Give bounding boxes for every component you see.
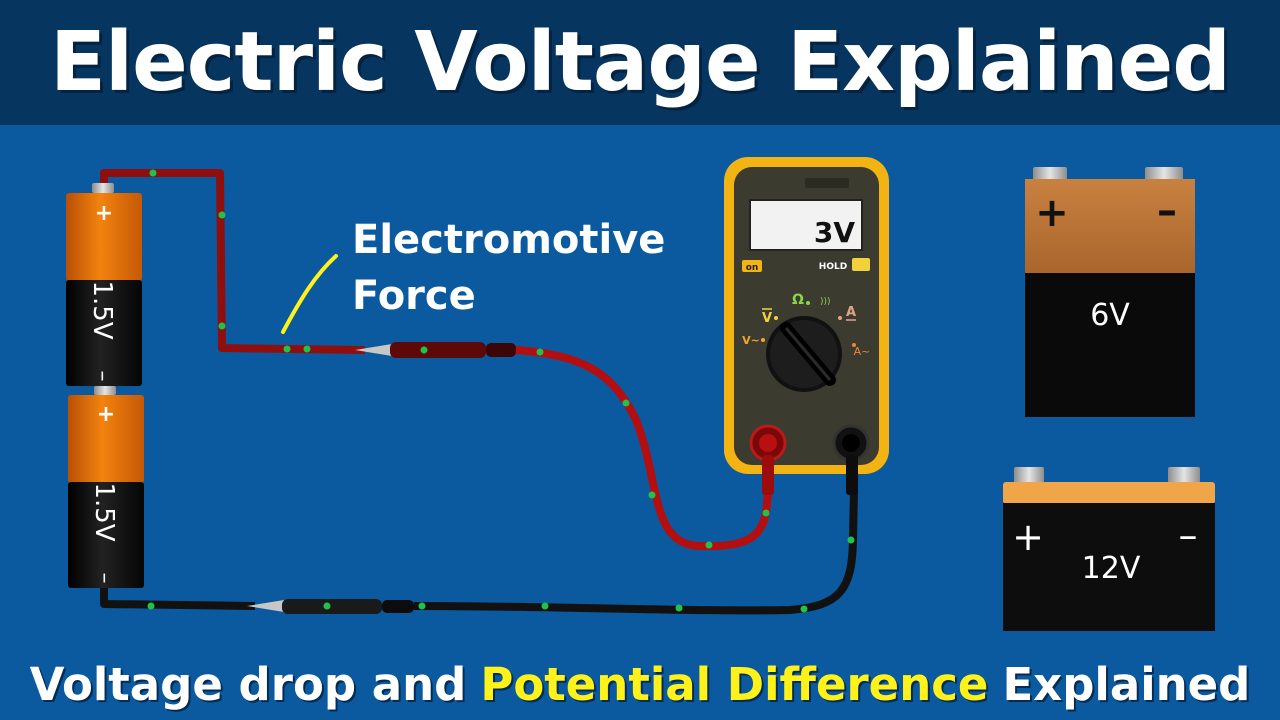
cell-2-label: 1.5V: [89, 482, 119, 541]
subtitle-part1: Voltage drop and: [29, 657, 467, 711]
black-lead: [413, 487, 858, 615]
minus-icon: –: [92, 573, 117, 584]
plus-icon: +: [1035, 190, 1069, 236]
plus-icon: +: [1012, 515, 1044, 559]
cell-2: + 1.5V –: [68, 386, 144, 588]
cell-1: + 1.5V –: [66, 183, 142, 386]
emf-label-line2: Force: [352, 273, 476, 319]
subtitle-part2: Explained: [1002, 657, 1251, 711]
battery-12v-label: 12V: [1082, 551, 1141, 586]
page-title: Electric Voltage Explained: [50, 15, 1231, 110]
minus-icon: –: [90, 371, 115, 382]
title-bar: Electric Voltage Explained: [0, 0, 1280, 125]
sound-wave-icon: ))): [820, 297, 831, 307]
ohms-label: Ω: [792, 292, 804, 308]
hold-button[interactable]: [852, 258, 870, 271]
black-probe: [247, 599, 414, 614]
meter-reading: 3V: [814, 216, 855, 249]
ac-amps-label: A~: [854, 345, 871, 358]
battery-6v: + – 6V: [1025, 167, 1195, 417]
on-button[interactable]: [742, 260, 762, 272]
minus-icon: –: [1157, 188, 1177, 234]
dial-knob-icon[interactable]: [766, 316, 842, 392]
electron-dots: [147, 169, 855, 613]
on-label: on: [746, 263, 759, 273]
dc-volts-label: V: [762, 311, 772, 326]
multimeter: 3V on HOLD V Ω ))) A V~ A~: [724, 157, 889, 495]
amps-label: A: [846, 305, 856, 320]
subtitle: Voltage drop and Potential Difference Ex…: [0, 648, 1280, 720]
hold-label: HOLD: [819, 262, 847, 272]
emf-label-line1: Electromotive: [352, 217, 665, 263]
black-wire: [100, 585, 256, 610]
minus-icon: –: [1179, 513, 1198, 557]
plus-icon: +: [97, 402, 115, 427]
red-wire-top: [100, 169, 366, 354]
plus-icon: +: [95, 201, 113, 226]
battery-6v-label: 6V: [1090, 298, 1130, 333]
emf-pointer-line: [281, 254, 338, 334]
red-lead: [515, 346, 772, 551]
battery-12v: + – 12V: [1003, 467, 1215, 631]
cell-1-label: 1.5V: [87, 280, 117, 339]
red-probe: [355, 342, 516, 358]
ac-volts-label: V~: [742, 334, 760, 347]
subtitle-highlight: Potential Difference: [480, 657, 989, 711]
